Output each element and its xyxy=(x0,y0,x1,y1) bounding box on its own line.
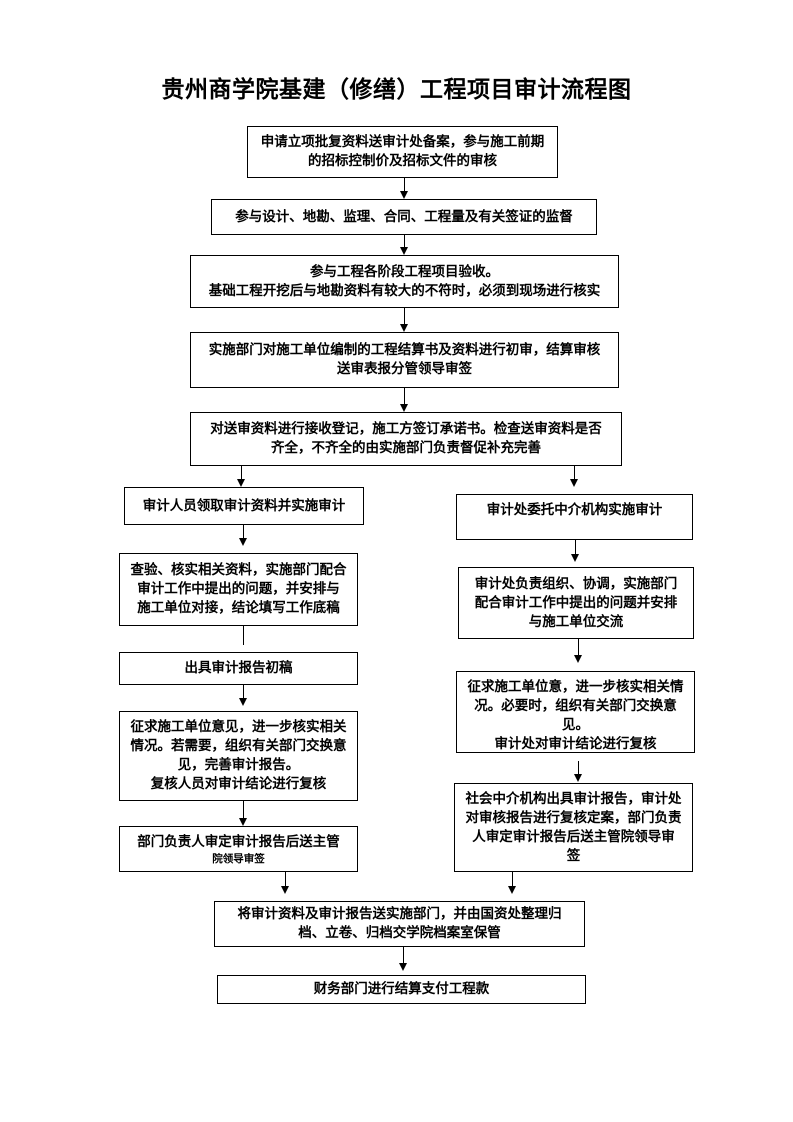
arrow-down-icon xyxy=(239,698,247,706)
right-step-coordinate: 审计处负责组织、协调，实施部门 配合审计工作中提出的问题并安排 与施工单位交流 xyxy=(458,567,694,639)
step-text: 申请立项批复资料送审计处备案，参与施工前期 xyxy=(260,134,545,150)
step-text: 部门负责人审定审计报告后送主管 xyxy=(137,834,340,850)
connector-line xyxy=(512,872,514,887)
arrow-down-icon xyxy=(574,655,582,663)
connector-line xyxy=(404,178,406,192)
step-text: 院领导审签 xyxy=(212,853,265,865)
left-step-dept-head-approval: 部门负责人审定审计报告后送主管 院领导审签 xyxy=(119,826,358,872)
step-text: 查验、核实相关资料，实施部门配合 xyxy=(130,562,347,578)
step-text: 审计处对审计结论进行复核 xyxy=(494,736,657,752)
step-payment: 财务部门进行结算支付工程款 xyxy=(217,975,586,1004)
connector-line xyxy=(285,872,287,887)
connector-line xyxy=(243,626,245,645)
connector-line xyxy=(574,466,576,480)
step-text: 情况。若需要，组织有关部门交换意 xyxy=(130,738,347,754)
step-text: 审计处负责组织、协调，实施部门 xyxy=(474,575,678,592)
arrow-down-icon xyxy=(574,774,582,782)
arrow-down-icon xyxy=(239,818,247,826)
right-step-solicit-opinions: 征求施工单位意，进一步核实相关情 况。必要时，组织有关部门交换意见。 审计处对审… xyxy=(456,671,695,753)
right-step-agency-report: 社会中介机构出具审计报告，审计处 对审核报告进行复核定案，部门负责 人审定审计报… xyxy=(454,783,693,872)
arrow-down-icon xyxy=(571,554,579,562)
step-text: 对送审资料进行接收登记，施工方签订承诺书。检查送审资料是否 xyxy=(210,421,602,437)
step-text: 审计工作中提出的问题，并安排与 xyxy=(137,581,340,597)
step-text: 审计人员领取审计资料并实施审计 xyxy=(142,497,346,514)
step-text: 签 xyxy=(566,847,581,864)
step-text: 档、立卷、归档交学院档案室保管 xyxy=(298,925,501,941)
connector-line xyxy=(578,639,580,656)
step-text: 征求施工单位意见，进一步核实相关 xyxy=(130,719,347,735)
connector-line xyxy=(403,947,405,964)
left-step-draft-report: 出具审计报告初稿 xyxy=(119,652,358,685)
step-text: 参与工程各阶段工程项目验收。 xyxy=(310,263,499,280)
step-text: 齐全，不齐全的由实施部门负责督促补充完善 xyxy=(271,440,541,456)
arrow-down-icon xyxy=(400,247,408,255)
connector-line xyxy=(243,525,245,539)
step-text: 将审计资料及审计报告送实施部门，并由国资处整理归 xyxy=(237,906,562,922)
arrow-down-icon xyxy=(400,404,408,412)
left-step-solicit-opinions: 征求施工单位意见，进一步核实相关 情况。若需要，组织有关部门交换意 见，完善审计… xyxy=(119,711,358,801)
left-step-auditor-conducts: 审计人员领取审计资料并实施审计 xyxy=(124,487,364,525)
connector-line xyxy=(241,466,243,480)
arrow-down-icon xyxy=(399,963,407,971)
connector-line xyxy=(404,308,406,325)
step-registration: 对送审资料进行接收登记，施工方签订承诺书。检查送审资料是否 齐全，不齐全的由实施… xyxy=(190,412,622,466)
step-archive: 将审计资料及审计报告送实施部门，并由国资处整理归 档、立卷、归档交学院档案室保管 xyxy=(214,901,585,947)
connector-line xyxy=(243,801,245,819)
step-text: 况。必要时，组织有关部门交换意见。 xyxy=(474,698,677,733)
step-text: 社会中介机构出具审计报告，审计处 xyxy=(465,790,682,807)
step-text: 与施工单位交流 xyxy=(528,613,624,630)
left-step-verify-materials: 查验、核实相关资料，实施部门配合 审计工作中提出的问题，并安排与 施工单位对接，… xyxy=(119,553,358,626)
step-preliminary-review: 实施部门对施工单位编制的工程结算书及资料进行初审，结算审核 送审表报分管领导审签 xyxy=(190,332,619,388)
connector-line xyxy=(404,388,406,405)
step-text: 出具审计报告初稿 xyxy=(184,660,293,676)
page-title: 贵州商学院基建（修缮）工程项目审计流程图 xyxy=(161,76,632,103)
arrow-down-icon xyxy=(400,191,408,199)
arrow-down-icon xyxy=(508,886,516,894)
step-text: 的招标控制价及招标文件的审核 xyxy=(308,153,497,169)
step-text: 基础工程开挖后与地勘资料有较大的不符时，必须到现场进行核实 xyxy=(208,282,601,299)
step-text: 复核人员对审计结论进行复核 xyxy=(150,776,327,792)
step-text: 配合审计工作中提出的问题并安排 xyxy=(474,594,678,611)
arrow-down-icon xyxy=(570,479,578,487)
arrow-down-icon xyxy=(281,886,289,894)
step-text: 对审核报告进行复核定案，部门负责 xyxy=(465,809,682,826)
step-apply-approval: 申请立项批复资料送审计处备案，参与施工前期 的招标控制价及招标文件的审核 xyxy=(247,126,558,178)
step-text: 施工单位对接，结论填写工作底稿 xyxy=(137,600,340,616)
step-text: 人审定审计报告后送主管院领导审 xyxy=(472,828,675,845)
step-text: 送审表报分管领导审签 xyxy=(337,361,472,377)
right-step-entrust-agency: 审计处委托中介机构实施审计 xyxy=(456,494,693,540)
step-text: 审计处委托中介机构实施审计 xyxy=(486,502,663,518)
connector-line xyxy=(404,235,406,248)
step-text: 见，完善审计报告。 xyxy=(177,757,300,773)
connector-line xyxy=(578,761,580,775)
step-text: 征求施工单位意，进一步核实相关情 xyxy=(467,679,684,695)
arrow-down-icon xyxy=(237,479,245,487)
connector-line xyxy=(243,685,245,699)
step-text: 参与设计、地勘、监理、合同、工程量及有关签证的监督 xyxy=(235,208,573,225)
step-text: 财务部门进行结算支付工程款 xyxy=(313,981,490,997)
arrow-down-icon xyxy=(239,538,247,546)
step-supervision: 参与设计、地勘、监理、合同、工程量及有关签证的监督 xyxy=(211,199,597,235)
connector-line xyxy=(575,540,577,555)
arrow-down-icon xyxy=(400,324,408,332)
step-text: 实施部门对施工单位编制的工程结算书及资料进行初审，结算审核 xyxy=(208,342,601,358)
step-acceptance: 参与工程各阶段工程项目验收。 基础工程开挖后与地勘资料有较大的不符时，必须到现场… xyxy=(190,255,619,308)
